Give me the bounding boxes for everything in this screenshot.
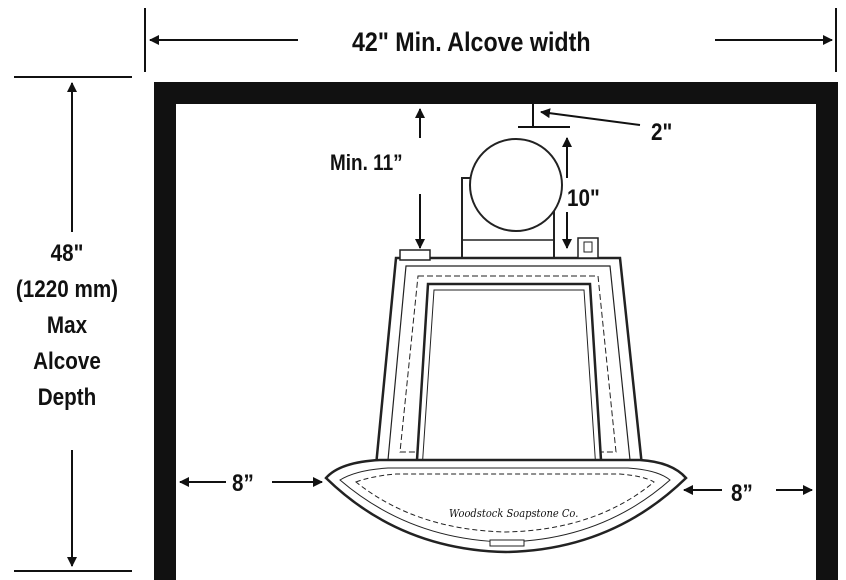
depth-label-line: Max — [46, 312, 88, 339]
flue-wall-gap-label: 2" — [651, 119, 673, 146]
side-clearance-left-label: 8” — [232, 470, 254, 497]
alcove-walls — [154, 82, 838, 580]
alcove-width-label: 42" Min. Alcove width — [352, 27, 591, 57]
stove-body — [374, 237, 644, 478]
hearth-brand-mark: Woodstock Soapstone Co. — [449, 507, 579, 520]
depth-label-line: 48" — [50, 240, 84, 267]
alcove-width-dimension — [144, 8, 837, 72]
alcove-depth-label: 48" (1220 mm) Max Alcove Depth — [0, 236, 134, 416]
stove-hearth — [324, 458, 688, 554]
alcove-depth-dimension — [14, 76, 132, 572]
flue-height-label: 10" — [567, 185, 600, 212]
side-clearance-right-label: 8” — [731, 480, 753, 507]
depth-label-line: Alcove — [33, 348, 101, 375]
stove-flue-collar — [461, 138, 563, 259]
depth-label-line: Depth — [37, 384, 97, 411]
depth-label-line: (1220 mm) — [15, 276, 119, 303]
min-top-clearance-label: Min. 11” — [330, 150, 403, 175]
flue-gap-dimension — [518, 104, 641, 128]
